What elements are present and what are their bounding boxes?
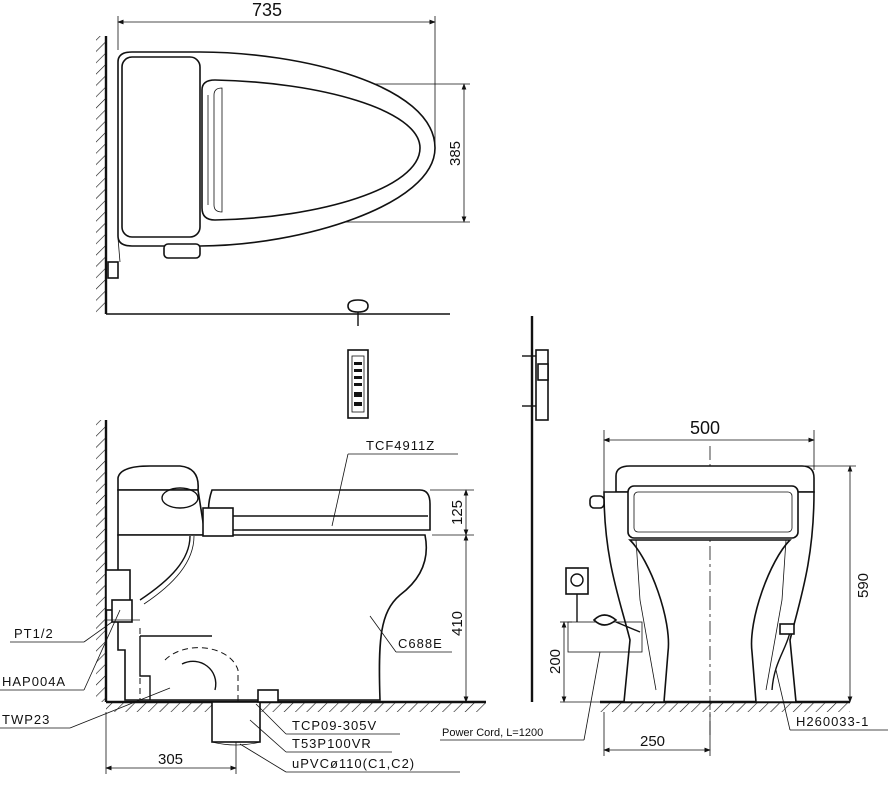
side-bowl [117, 534, 427, 701]
dim-top-depth: 385 [447, 141, 464, 166]
top-tank [121, 56, 201, 238]
side-view: 125 410 305 TCF4911Z C688E PT1/2 HAP004A… [0, 420, 486, 774]
side-floor-hatch [106, 702, 486, 712]
wall-holder-icon [347, 299, 369, 313]
label-pipe: uPVCø110(C1,C2) [292, 756, 415, 771]
dim-rough-in: 305 [158, 751, 183, 768]
remote-control-group [347, 299, 369, 419]
dim-cord-height: 200 [547, 649, 564, 674]
top-seat-lid [201, 79, 421, 221]
label-supply-hose: H260033-1 [796, 714, 869, 729]
front-bowl [603, 491, 815, 703]
top-view: 735 385 [96, 0, 470, 315]
label-bowl: C688E [398, 636, 443, 651]
label-washlet: TCF4911Z [366, 438, 435, 453]
power-outlet [565, 567, 589, 595]
label-valve: PT1/2 [14, 626, 54, 641]
label-flange: TWP23 [2, 712, 50, 727]
side-washlet [207, 489, 431, 531]
dim-front-width: 500 [690, 418, 720, 438]
remote-holder-bracket [535, 349, 549, 421]
label-adapter-1: TCP09-305V [292, 718, 377, 733]
label-adapter-2: T53P100VR [292, 736, 372, 751]
dim-seat-height: 125 [449, 500, 466, 525]
side-wall-hatch [96, 420, 106, 702]
dim-supply-offset: 250 [640, 733, 665, 750]
front-floor-hatch [600, 702, 850, 712]
dim-top-width: 735 [252, 0, 282, 20]
side-tank [117, 465, 199, 491]
top-wall-hatch [96, 36, 106, 314]
dim-total-height: 590 [855, 573, 872, 598]
dim-bowl-height: 410 [449, 611, 466, 636]
front-view: 500 590 200 250 Power Cord, L=1200 H2600… [440, 316, 888, 756]
label-hose: HAP004A [2, 674, 66, 689]
label-power-cord: Power Cord, L=1200 [442, 727, 543, 739]
